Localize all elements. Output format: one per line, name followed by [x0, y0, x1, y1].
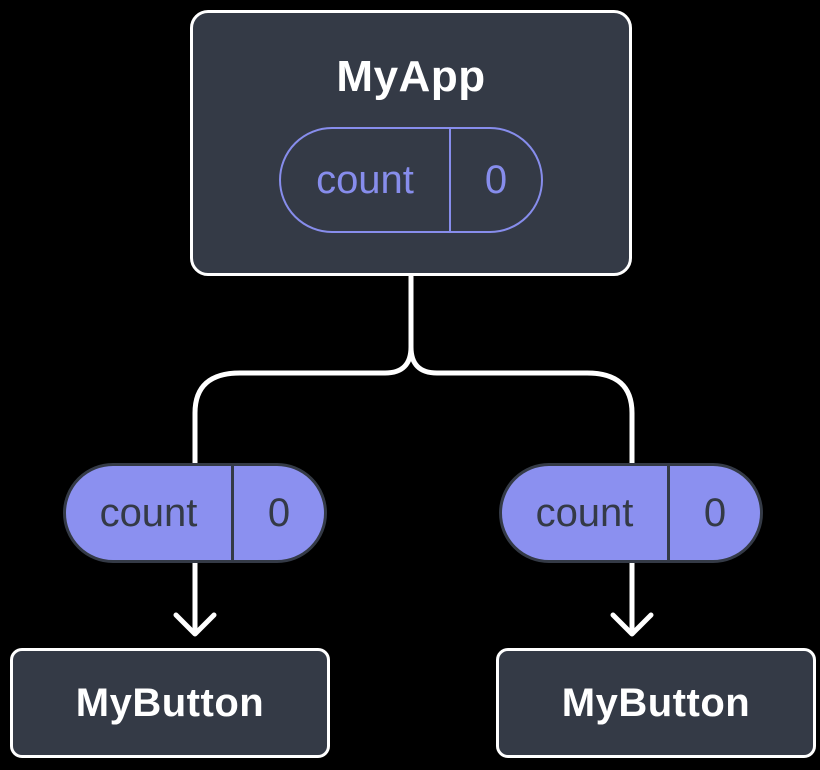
branch-line-left: [192, 274, 414, 470]
state-name: count: [316, 157, 414, 202]
child-component-node-left: MyButton: [10, 648, 330, 758]
arrow-head-right: [610, 612, 654, 637]
prop-pill-left: count 0: [63, 463, 327, 563]
prop-pill-right: count 0: [499, 463, 763, 563]
branch-line-right: [408, 274, 635, 470]
state-pill: count 0: [279, 127, 543, 233]
prop-value-left: 0: [231, 466, 324, 560]
prop-name-left: count: [99, 490, 198, 535]
arrow-head-left: [173, 612, 217, 637]
prop-value-right: 0: [667, 466, 760, 560]
child-component-node-right: MyButton: [496, 648, 816, 758]
prop-name-right: count: [535, 490, 634, 535]
root-component-title: MyApp: [336, 52, 486, 101]
root-component-node: MyApp count 0: [190, 10, 632, 276]
state-value: 0: [449, 129, 541, 231]
child-component-title-right: MyButton: [561, 681, 751, 725]
child-component-title-left: MyButton: [75, 681, 265, 725]
